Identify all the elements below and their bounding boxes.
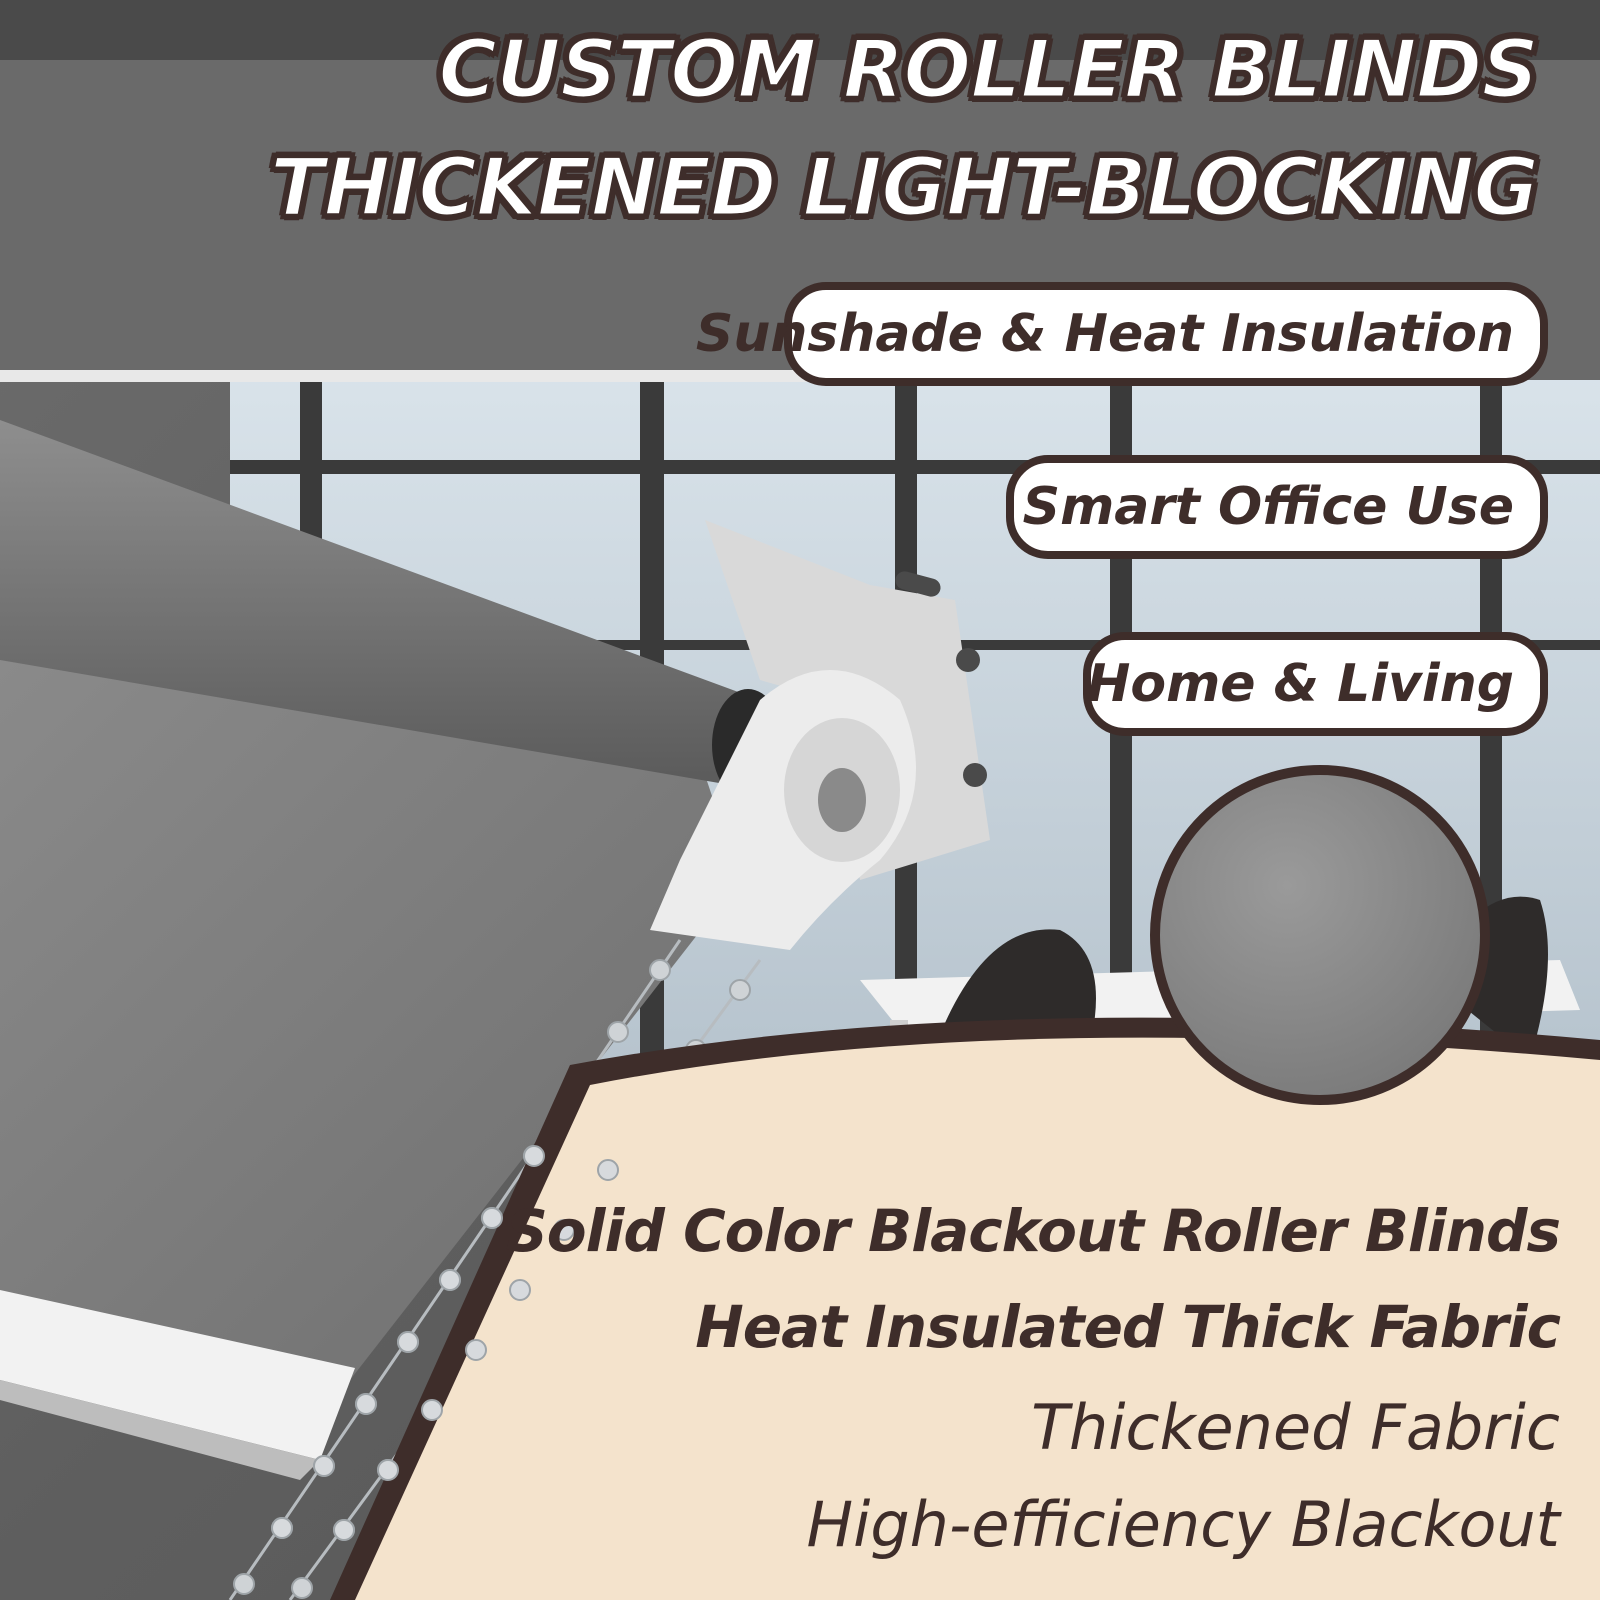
roller-tube: [0, 420, 780, 790]
info-panel: [355, 1037, 1600, 1600]
bracket-hole: [963, 763, 987, 787]
headline-line-2: THICKENED LIGHT-BLOCKING: [268, 141, 1540, 234]
bead-chain-front: [271, 1145, 619, 1541]
badge-sunshade: Sunshade & Heat Insulation: [696, 282, 1548, 386]
distant-blind-rail: [0, 370, 900, 382]
blind-bottom-rail-shadow: [0, 1380, 320, 1480]
bracket-slot: [895, 571, 941, 597]
ceiling-band: [0, 0, 1600, 60]
clutch-hub-inner: [818, 768, 866, 832]
fabric-swatch: [1150, 765, 1490, 1105]
feature-line-1: Solid Color Blackout Roller Blinds: [505, 1197, 1561, 1265]
feature-line-4: High-efficiency Blackout: [806, 1488, 1560, 1561]
feature-line-3: Thickened Fabric: [1031, 1391, 1560, 1464]
feature-line-2: Heat Insulated Thick Fabric: [695, 1293, 1561, 1361]
blind-fabric: [0, 650, 740, 1380]
bracket-hole: [956, 648, 980, 672]
headline-line-1: CUSTOM ROLLER BLINDS: [437, 23, 1541, 116]
badge-office: Smart Office Use: [1006, 455, 1548, 559]
badge-home: Home & Living: [1083, 632, 1548, 736]
blind-bottom-rail: [0, 1290, 355, 1460]
